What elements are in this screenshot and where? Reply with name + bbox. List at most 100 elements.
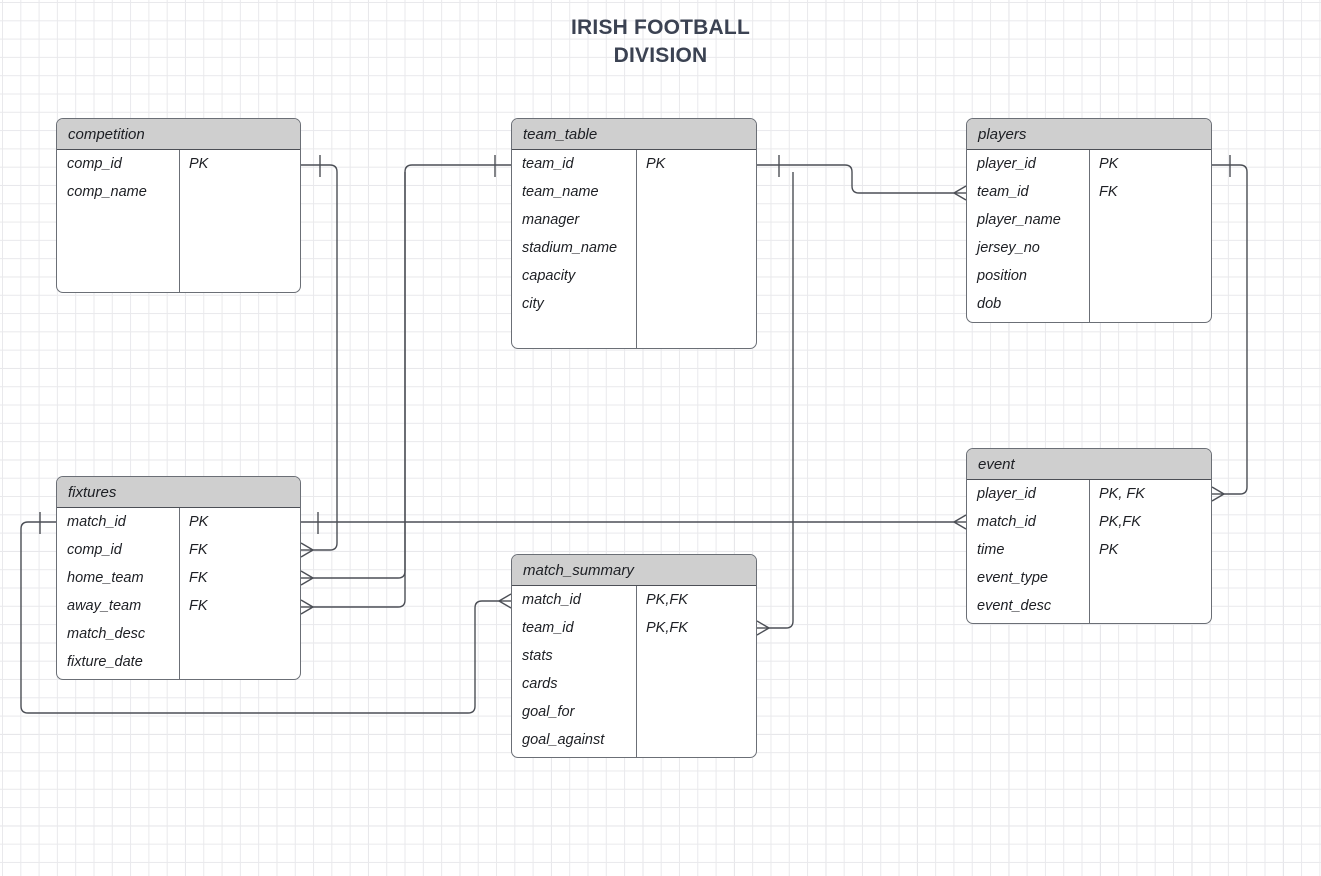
attribute-row[interactable]: team_id PK (512, 150, 756, 178)
attribute-name: comp_name (67, 184, 147, 200)
column-divider (636, 150, 638, 348)
attribute-name: team_id (522, 156, 574, 172)
entity-header-match_summary: match_summary (512, 555, 756, 586)
entity-title: team_table (523, 125, 598, 143)
attribute-name: player_name (977, 212, 1061, 228)
page-title: IRISH FOOTBALL DIVISION (571, 16, 750, 67)
entity-body-competition: comp_id PK comp_name (57, 150, 300, 292)
attribute-name: comp_id (67, 542, 122, 558)
attribute-name: player_id (977, 486, 1036, 502)
column-divider (179, 508, 181, 679)
attribute-row[interactable]: match_desc (57, 620, 300, 648)
attribute-name: city (522, 296, 544, 312)
attribute-name: stats (522, 648, 553, 664)
attribute-row[interactable]: comp_id PK (57, 150, 300, 178)
attribute-row[interactable]: cards (512, 670, 756, 698)
attribute-row[interactable]: goal_against (512, 726, 756, 754)
attribute-name: home_team (67, 570, 144, 586)
attribute-row[interactable]: team_id PK,FK (512, 614, 756, 642)
attribute-name: jersey_no (977, 240, 1040, 256)
entity-header-event: event (967, 449, 1211, 480)
attribute-name: position (977, 268, 1027, 284)
entity-header-players: players (967, 119, 1211, 150)
attribute-name: comp_id (67, 156, 122, 172)
column-divider (179, 150, 181, 292)
entity-header-team_table: team_table (512, 119, 756, 150)
attribute-row[interactable]: capacity (512, 262, 756, 290)
attribute-name: fixture_date (67, 654, 143, 670)
attribute-name: event_desc (977, 598, 1052, 614)
attribute-row[interactable]: manager (512, 206, 756, 234)
attribute-key: PK (189, 514, 209, 530)
column-divider (1089, 480, 1091, 623)
attribute-row[interactable]: player_name (967, 206, 1211, 234)
attribute-row[interactable]: jersey_no (967, 234, 1211, 262)
attribute-row[interactable]: home_team FK (57, 564, 300, 592)
attribute-name: cards (522, 676, 558, 692)
column-divider (636, 586, 638, 757)
attribute-key: PK (646, 156, 666, 172)
attribute-key: FK (189, 542, 208, 558)
attribute-name: goal_against (522, 732, 605, 748)
attribute-key: FK (189, 570, 208, 586)
attribute-row[interactable]: event_type (967, 564, 1211, 592)
attribute-row[interactable]: match_id PK,FK (967, 508, 1211, 536)
entity-title: event (978, 455, 1015, 473)
attribute-name: match_id (67, 514, 126, 530)
attribute-name: team_name (522, 184, 599, 200)
attribute-row[interactable]: comp_id FK (57, 536, 300, 564)
attribute-name: match_desc (67, 626, 146, 642)
attribute-name: team_id (977, 184, 1029, 200)
attribute-key: FK (189, 598, 208, 614)
attribute-name: match_id (522, 592, 581, 608)
entity-title: players (978, 125, 1027, 143)
entity-title: match_summary (523, 561, 634, 579)
attribute-row[interactable]: comp_name (57, 178, 300, 206)
attribute-row[interactable]: player_id PK, FK (967, 480, 1211, 508)
attribute-row[interactable]: event_desc (967, 592, 1211, 620)
entity-title: competition (68, 125, 145, 143)
attribute-row[interactable]: goal_for (512, 698, 756, 726)
attribute-name: goal_for (522, 704, 575, 720)
entity-title: fixtures (68, 483, 117, 501)
attribute-name: time (977, 542, 1005, 558)
attribute-name: player_id (977, 156, 1036, 172)
attribute-row[interactable]: match_id PK (57, 508, 300, 536)
attribute-row[interactable]: dob (967, 290, 1211, 318)
attribute-key: PK (189, 156, 209, 172)
attribute-row[interactable]: away_team FK (57, 592, 300, 620)
attribute-row[interactable]: player_id PK (967, 150, 1211, 178)
attribute-name: stadium_name (522, 240, 618, 256)
attribute-name: team_id (522, 620, 574, 636)
attribute-name: away_team (67, 598, 142, 614)
attribute-name: dob (977, 296, 1002, 312)
attribute-key: PK,FK (646, 620, 688, 636)
attribute-row[interactable]: stats (512, 642, 756, 670)
attribute-row[interactable]: team_name (512, 178, 756, 206)
attribute-key: PK, FK (1099, 486, 1145, 502)
entity-header-competition: competition (57, 119, 300, 150)
entity-competition[interactable]: competition comp_id PK comp_name (56, 118, 301, 293)
attribute-name: match_id (977, 514, 1036, 530)
attribute-row[interactable]: stadium_name (512, 234, 756, 262)
attribute-row[interactable]: city (512, 290, 756, 318)
attribute-row[interactable]: fixture_date (57, 648, 300, 676)
attribute-key: PK (1099, 156, 1119, 172)
attribute-key: PK,FK (1099, 514, 1141, 530)
attribute-row[interactable]: position (967, 262, 1211, 290)
column-divider (1089, 150, 1091, 322)
entity-header-fixtures: fixtures (57, 477, 300, 508)
